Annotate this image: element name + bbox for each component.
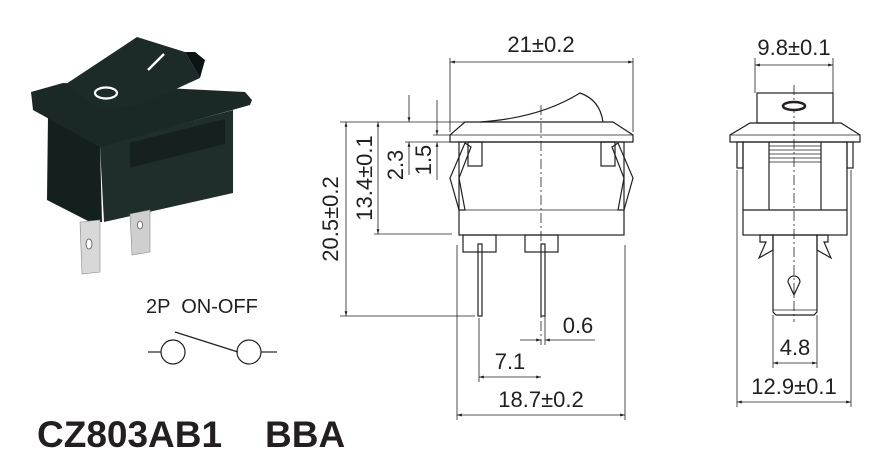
rocker-on-mark [147, 53, 165, 71]
terminal-right [129, 209, 151, 256]
front-view-drawing: 9.8±0.1 4.8 12.9±0.1 [729, 35, 861, 407]
dim-pin-spacing: 7.1 [495, 349, 526, 374]
dim-total-height: 20.5±0.2 [318, 176, 343, 261]
dim-rocker-width: 9.8±0.1 [757, 35, 830, 60]
model-number: CZ803AB1 [37, 414, 222, 455]
switch-type-label: 2P ON-OFF [146, 296, 258, 318]
rocker-off-mark [93, 86, 119, 100]
dim-flange-offset-a: 2.3 [383, 150, 408, 181]
dim-pin-thickness: 0.6 [563, 313, 594, 338]
switch-body-side [47, 115, 102, 222]
side-view-drawing: 21±0.2 20.5±0.2 13.4±0.1 2.3 1.5 0.6 7.1… [318, 32, 634, 420]
dim-body-height: 13.4±0.1 [352, 135, 377, 220]
rocker [66, 37, 200, 110]
terminal-hole [787, 275, 801, 297]
dim-body-width: 18.7±0.2 [498, 387, 583, 412]
dim-terminal-width: 4.8 [780, 335, 811, 360]
model-variant: BBA [265, 414, 345, 455]
rocker-slot [781, 100, 807, 112]
dim-flange-offset-b: 1.5 [411, 145, 436, 176]
product-photo [31, 37, 252, 275]
dim-width: 21±0.2 [507, 32, 574, 57]
dim-front-body-width: 12.9±0.1 [751, 374, 836, 399]
switch-schematic: 2P ON-OFF [146, 296, 277, 365]
